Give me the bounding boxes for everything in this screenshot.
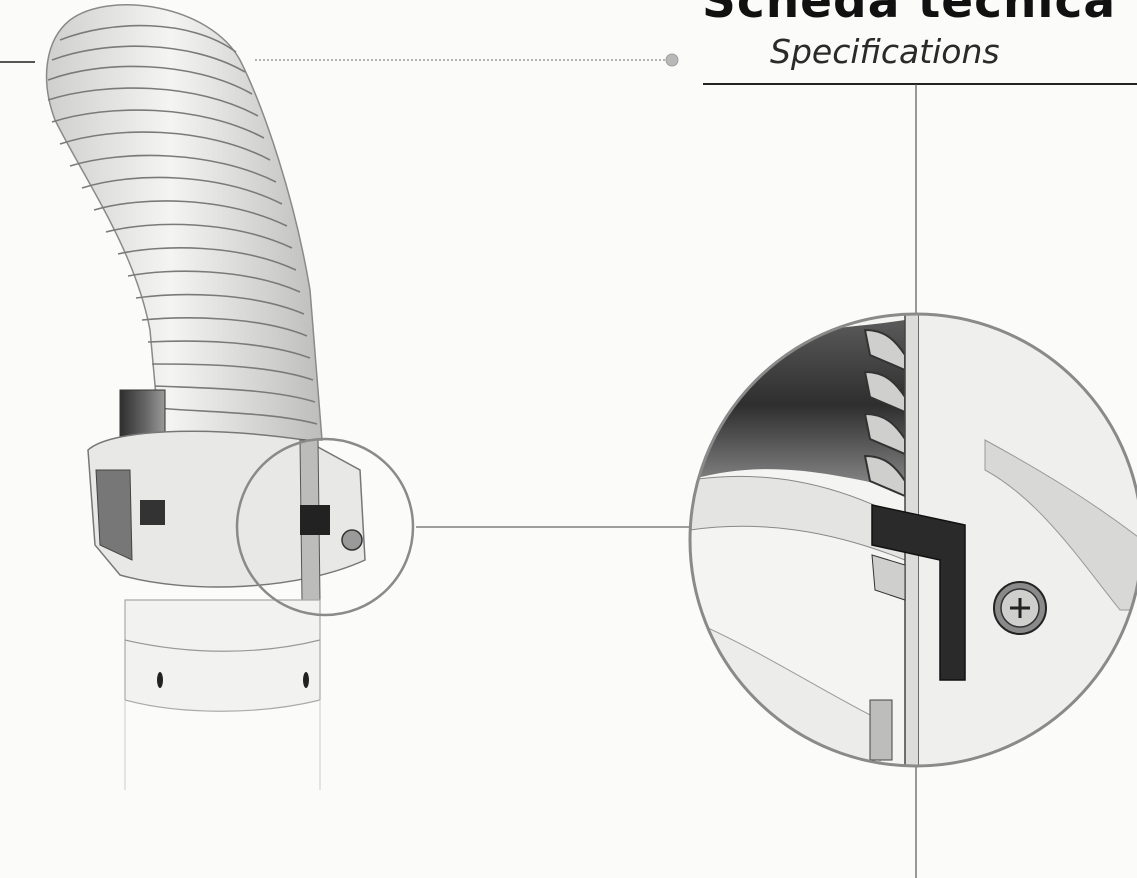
detail-circle-frame [688, 312, 1137, 768]
page-title: Scheda tecnica [702, 0, 1117, 29]
screw-icon [993, 581, 1047, 635]
screw-icon [341, 529, 363, 551]
guide-lines [0, 53, 1137, 878]
seal-gasket [871, 504, 966, 681]
page-subtitle: Specifications [770, 32, 1000, 71]
detail-marker-circle [235, 437, 415, 617]
coupling-collar [87, 430, 366, 588]
hose-coupling-assembly [45, 4, 415, 790]
pipe-section [124, 599, 321, 712]
hose-ribs [47, 24, 318, 425]
magnified-detail [688, 312, 1137, 768]
